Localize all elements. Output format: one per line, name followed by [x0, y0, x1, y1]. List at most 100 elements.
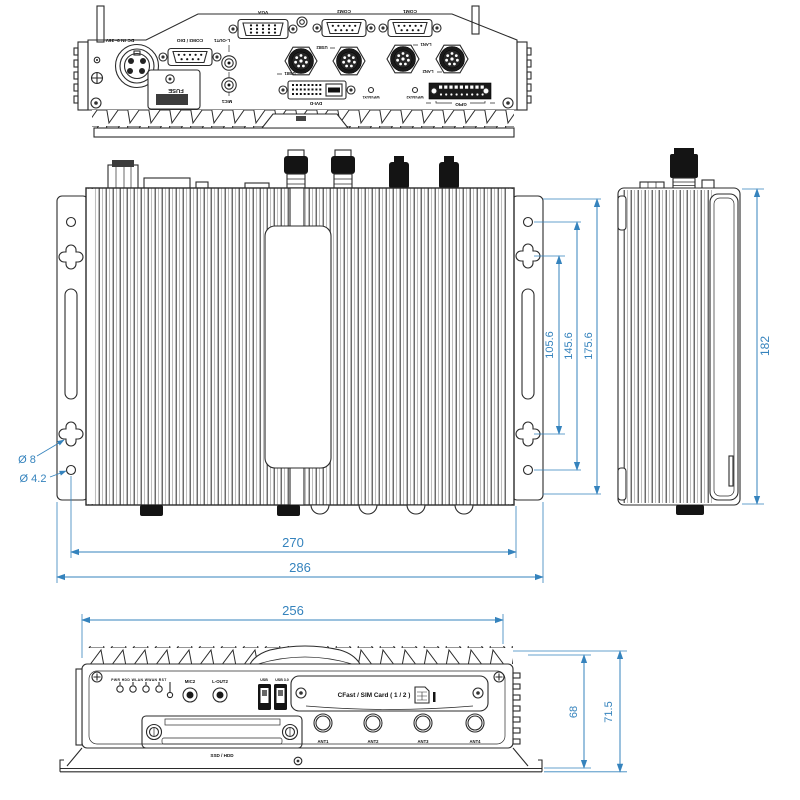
front-fins-left	[88, 646, 300, 664]
bottom-bump-2	[358, 504, 378, 515]
line-out1-jack	[221, 55, 237, 71]
ssd-tray	[141, 715, 303, 749]
mount-hole-small-left-bottom	[65, 464, 77, 476]
ant4-label: ANT4	[470, 739, 482, 744]
front-bottom-screw	[293, 756, 303, 766]
antenna-holes	[313, 713, 485, 733]
gpio-label: GPIO	[455, 102, 467, 107]
mic2-jack	[182, 687, 198, 703]
dvi-connector	[278, 80, 356, 100]
side-foot	[676, 505, 704, 515]
dim-68: 68	[568, 706, 580, 718]
door-stem-top	[289, 187, 305, 229]
com2-label: COM2	[337, 8, 351, 14]
lan-label-dashes	[413, 44, 442, 73]
front-right-edge-ribs	[512, 672, 521, 745]
mic1-jack	[221, 77, 237, 93]
mic1-label: MIC1	[221, 99, 232, 104]
dim-dia-8: Ø 8	[18, 454, 36, 466]
maintenance-door	[264, 225, 332, 469]
dim-dia-4-2: Ø 4.2	[20, 473, 47, 485]
side-front-bezel	[709, 193, 739, 501]
front-fins-right	[315, 646, 513, 664]
side-bezel-slot	[728, 455, 734, 487]
body-edge-left	[87, 189, 94, 504]
ant2-label: ANT2	[368, 739, 380, 744]
top-connectors-row	[107, 149, 459, 190]
dim-256: 256	[282, 603, 304, 618]
dc-power-connector	[114, 43, 160, 89]
dim-105-6: 105.6	[544, 331, 556, 359]
bottom-bump-3	[406, 504, 426, 515]
lan2-m12-connector	[435, 44, 469, 74]
com2-connector	[312, 18, 376, 38]
mount-slot-left	[64, 288, 78, 400]
rear-left-ear-ribs	[73, 47, 79, 104]
front-bottom-screw-dot	[296, 759, 300, 763]
side-bezel-inner	[713, 197, 735, 497]
fuse-holder	[147, 69, 201, 110]
rear-bottom-nub	[296, 116, 306, 121]
cfast-label: CFast / SIM Card ( 1 / 2 )	[338, 692, 411, 699]
usb-port-2	[274, 684, 287, 710]
rear-bottom-strip	[93, 127, 515, 138]
usb1-m12-connector	[284, 46, 318, 76]
door-stem-bottom	[289, 466, 305, 506]
vga-connector	[228, 18, 298, 40]
front-recess	[88, 670, 506, 745]
mount-hole-small-right-top	[522, 216, 534, 228]
side-fins	[622, 190, 712, 503]
front-left-edge	[75, 668, 83, 746]
foot-left	[140, 505, 163, 516]
bottom-bump-1	[310, 504, 330, 515]
rear-left-ear	[77, 41, 89, 111]
led-row	[116, 682, 174, 699]
usb2-label: USB2	[316, 45, 328, 50]
com1-connector	[378, 18, 442, 38]
foot-center	[277, 505, 300, 516]
dim-286: 286	[289, 560, 311, 575]
side-ear-bottom	[617, 467, 627, 501]
power-led	[93, 56, 101, 64]
front-view-dimensions: 256 68 71.5	[81, 603, 627, 773]
fuse-label: FUSE	[168, 87, 184, 93]
usb30-label: USB 3.0	[275, 678, 289, 682]
lan2-label: LAN2	[422, 69, 434, 74]
mount-hole-small-left-top	[65, 216, 77, 228]
usb1-label: USB1	[284, 71, 296, 76]
dim-270: 270	[282, 535, 304, 550]
front-corner-screw-right	[493, 671, 505, 683]
rear-right-ear-ribs	[526, 47, 532, 104]
front-fins-dome-inner	[257, 656, 353, 665]
wifi-aux2-label: WiFi/AUX2	[406, 95, 423, 99]
dim-175-6: 175.6	[583, 332, 595, 360]
front-corner-screw-left	[91, 671, 103, 683]
wifi-aux2-hole	[411, 86, 419, 94]
wifi-aux1-label: WiFi/AUX1	[362, 95, 379, 99]
rear-panel-view: DC-IN 9~36V FUSE COM3 / DIO L-OUT1 M	[73, 5, 532, 138]
side-top-connector	[639, 148, 715, 190]
l-out2-label: L-OUT2	[212, 679, 228, 684]
usb2-m12-connector	[332, 46, 366, 76]
lan1-label: LAN1	[420, 42, 432, 47]
ant1-label: ANT1	[318, 739, 330, 744]
cfast-sim-cover: CFast / SIM Card ( 1 / 2 )	[290, 675, 489, 712]
vga-label: VGA	[257, 9, 268, 15]
side-view: 182	[617, 148, 772, 515]
top-view: 105.6 145.6 175.6 270 286 Ø 8 Ø 4.2	[18, 149, 601, 583]
rear-mount-hook-left	[96, 5, 105, 43]
ground-screw-icon	[90, 71, 104, 85]
com3-dio-connector	[158, 47, 222, 67]
dim-145-6: 145.6	[563, 332, 575, 360]
dim-71-5: 71.5	[603, 701, 615, 722]
com3-dio-label: COM3 / DIO	[177, 37, 204, 43]
usb-label: USB	[260, 678, 268, 682]
usb-port-1	[258, 684, 271, 710]
sim-card-icon	[414, 686, 436, 704]
com1-label: COM1	[403, 8, 417, 14]
side-view-dimension: 182	[742, 188, 772, 505]
usb-label-dashes	[277, 47, 335, 75]
ant3-label: ANT3	[418, 739, 430, 744]
